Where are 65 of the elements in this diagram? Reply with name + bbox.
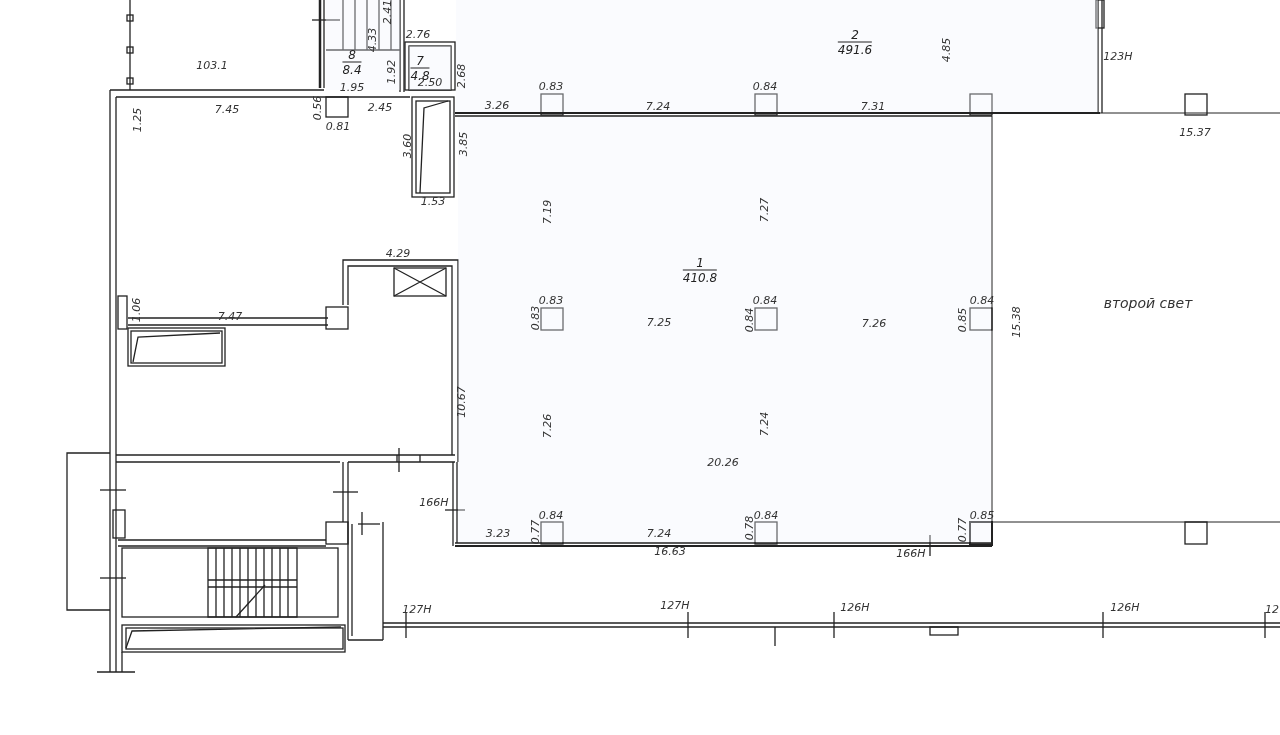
dimension-value: 0.78: [744, 515, 756, 541]
dimension-value: 7.25: [646, 317, 672, 329]
dimension-value: 0.83: [538, 295, 564, 307]
dimension-value: 10.67: [456, 386, 468, 418]
dimension-value: 0.84: [969, 295, 995, 307]
dimension-value: 3.26: [484, 100, 510, 112]
dimension-value: 0.84: [752, 81, 778, 93]
dimension-value: 0.85: [957, 307, 969, 333]
elevation-mark: 126Н: [840, 602, 870, 614]
dimension-value: 7.31: [860, 101, 886, 113]
area-note: второй свет: [1103, 297, 1193, 309]
dimension-value: 1.25: [132, 107, 144, 133]
area-value: 103.1: [196, 60, 228, 72]
dimension-value: 7.26: [542, 413, 554, 439]
elevation-mark: 166Н: [419, 497, 449, 509]
dimension-value: 4.29: [385, 248, 411, 260]
dimension-value: 2.68: [456, 63, 468, 89]
dimension-value: 7.27: [759, 197, 771, 223]
dimension-value: 15.38: [1011, 306, 1023, 338]
dimension-value: 0.83: [530, 305, 542, 331]
room-area: 8.4: [342, 62, 362, 77]
dimension-value: 7.24: [645, 101, 671, 113]
room-area-zone: [409, 46, 451, 90]
dimension-value: 2.41: [382, 0, 394, 25]
dimension-value: 0.84: [744, 307, 756, 333]
elevation-mark: 127Н: [660, 600, 690, 612]
dimension-value: 2.45: [367, 102, 393, 114]
dimension-value: 1.95: [339, 82, 365, 94]
elevation-mark: 127Н: [402, 604, 432, 616]
dimension-value: 2.76: [405, 29, 431, 41]
dimension-value: 7.24: [759, 411, 771, 437]
dimension-value: 3.60: [402, 133, 414, 159]
dimension-value: 0.83: [538, 81, 564, 93]
room-number: 2: [837, 27, 873, 43]
elevation-mark: 123Н: [1103, 51, 1133, 63]
dimension-value: 7.19: [542, 199, 554, 225]
room-area-zone: [326, 0, 400, 90]
dimension-value: 3.85: [458, 131, 470, 157]
room-number: 7: [410, 53, 430, 69]
elevation-mark: 166Н: [896, 548, 926, 560]
dimension-value: 16.63: [654, 546, 686, 558]
room-area-zone: [456, 0, 1098, 112]
dimension-value: 4.85: [941, 37, 953, 63]
dimension-value: 15.37: [1179, 127, 1211, 139]
dimension-value: 7.45: [214, 104, 240, 116]
room-area: 491.6: [837, 42, 873, 57]
dimension-value: 7.26: [861, 318, 887, 330]
dimension-value: 0.84: [753, 510, 779, 522]
dimension-value: 4.33: [367, 27, 379, 53]
dimension-value: 0.81: [325, 121, 351, 133]
dimension-value: 1.53: [420, 196, 446, 208]
dimension-value: 2.50: [417, 77, 443, 89]
room-area: 410.8: [682, 270, 718, 285]
dimension-value: 3.23: [485, 528, 511, 540]
elevation-mark: 126Н: [1110, 602, 1140, 614]
dimension-value: 0.84: [538, 510, 564, 522]
room-number: 8: [342, 47, 362, 63]
room-number: 1: [682, 255, 718, 271]
dimension-value: 1.92: [386, 59, 398, 85]
elevation-mark: 12: [1265, 604, 1279, 616]
dimension-value: 0.85: [969, 510, 995, 522]
dimension-value: 20.26: [707, 457, 739, 469]
dimension-value: 7.24: [646, 528, 672, 540]
dimension-value: 0.77: [957, 517, 969, 543]
dimension-value: 0.84: [752, 295, 778, 307]
